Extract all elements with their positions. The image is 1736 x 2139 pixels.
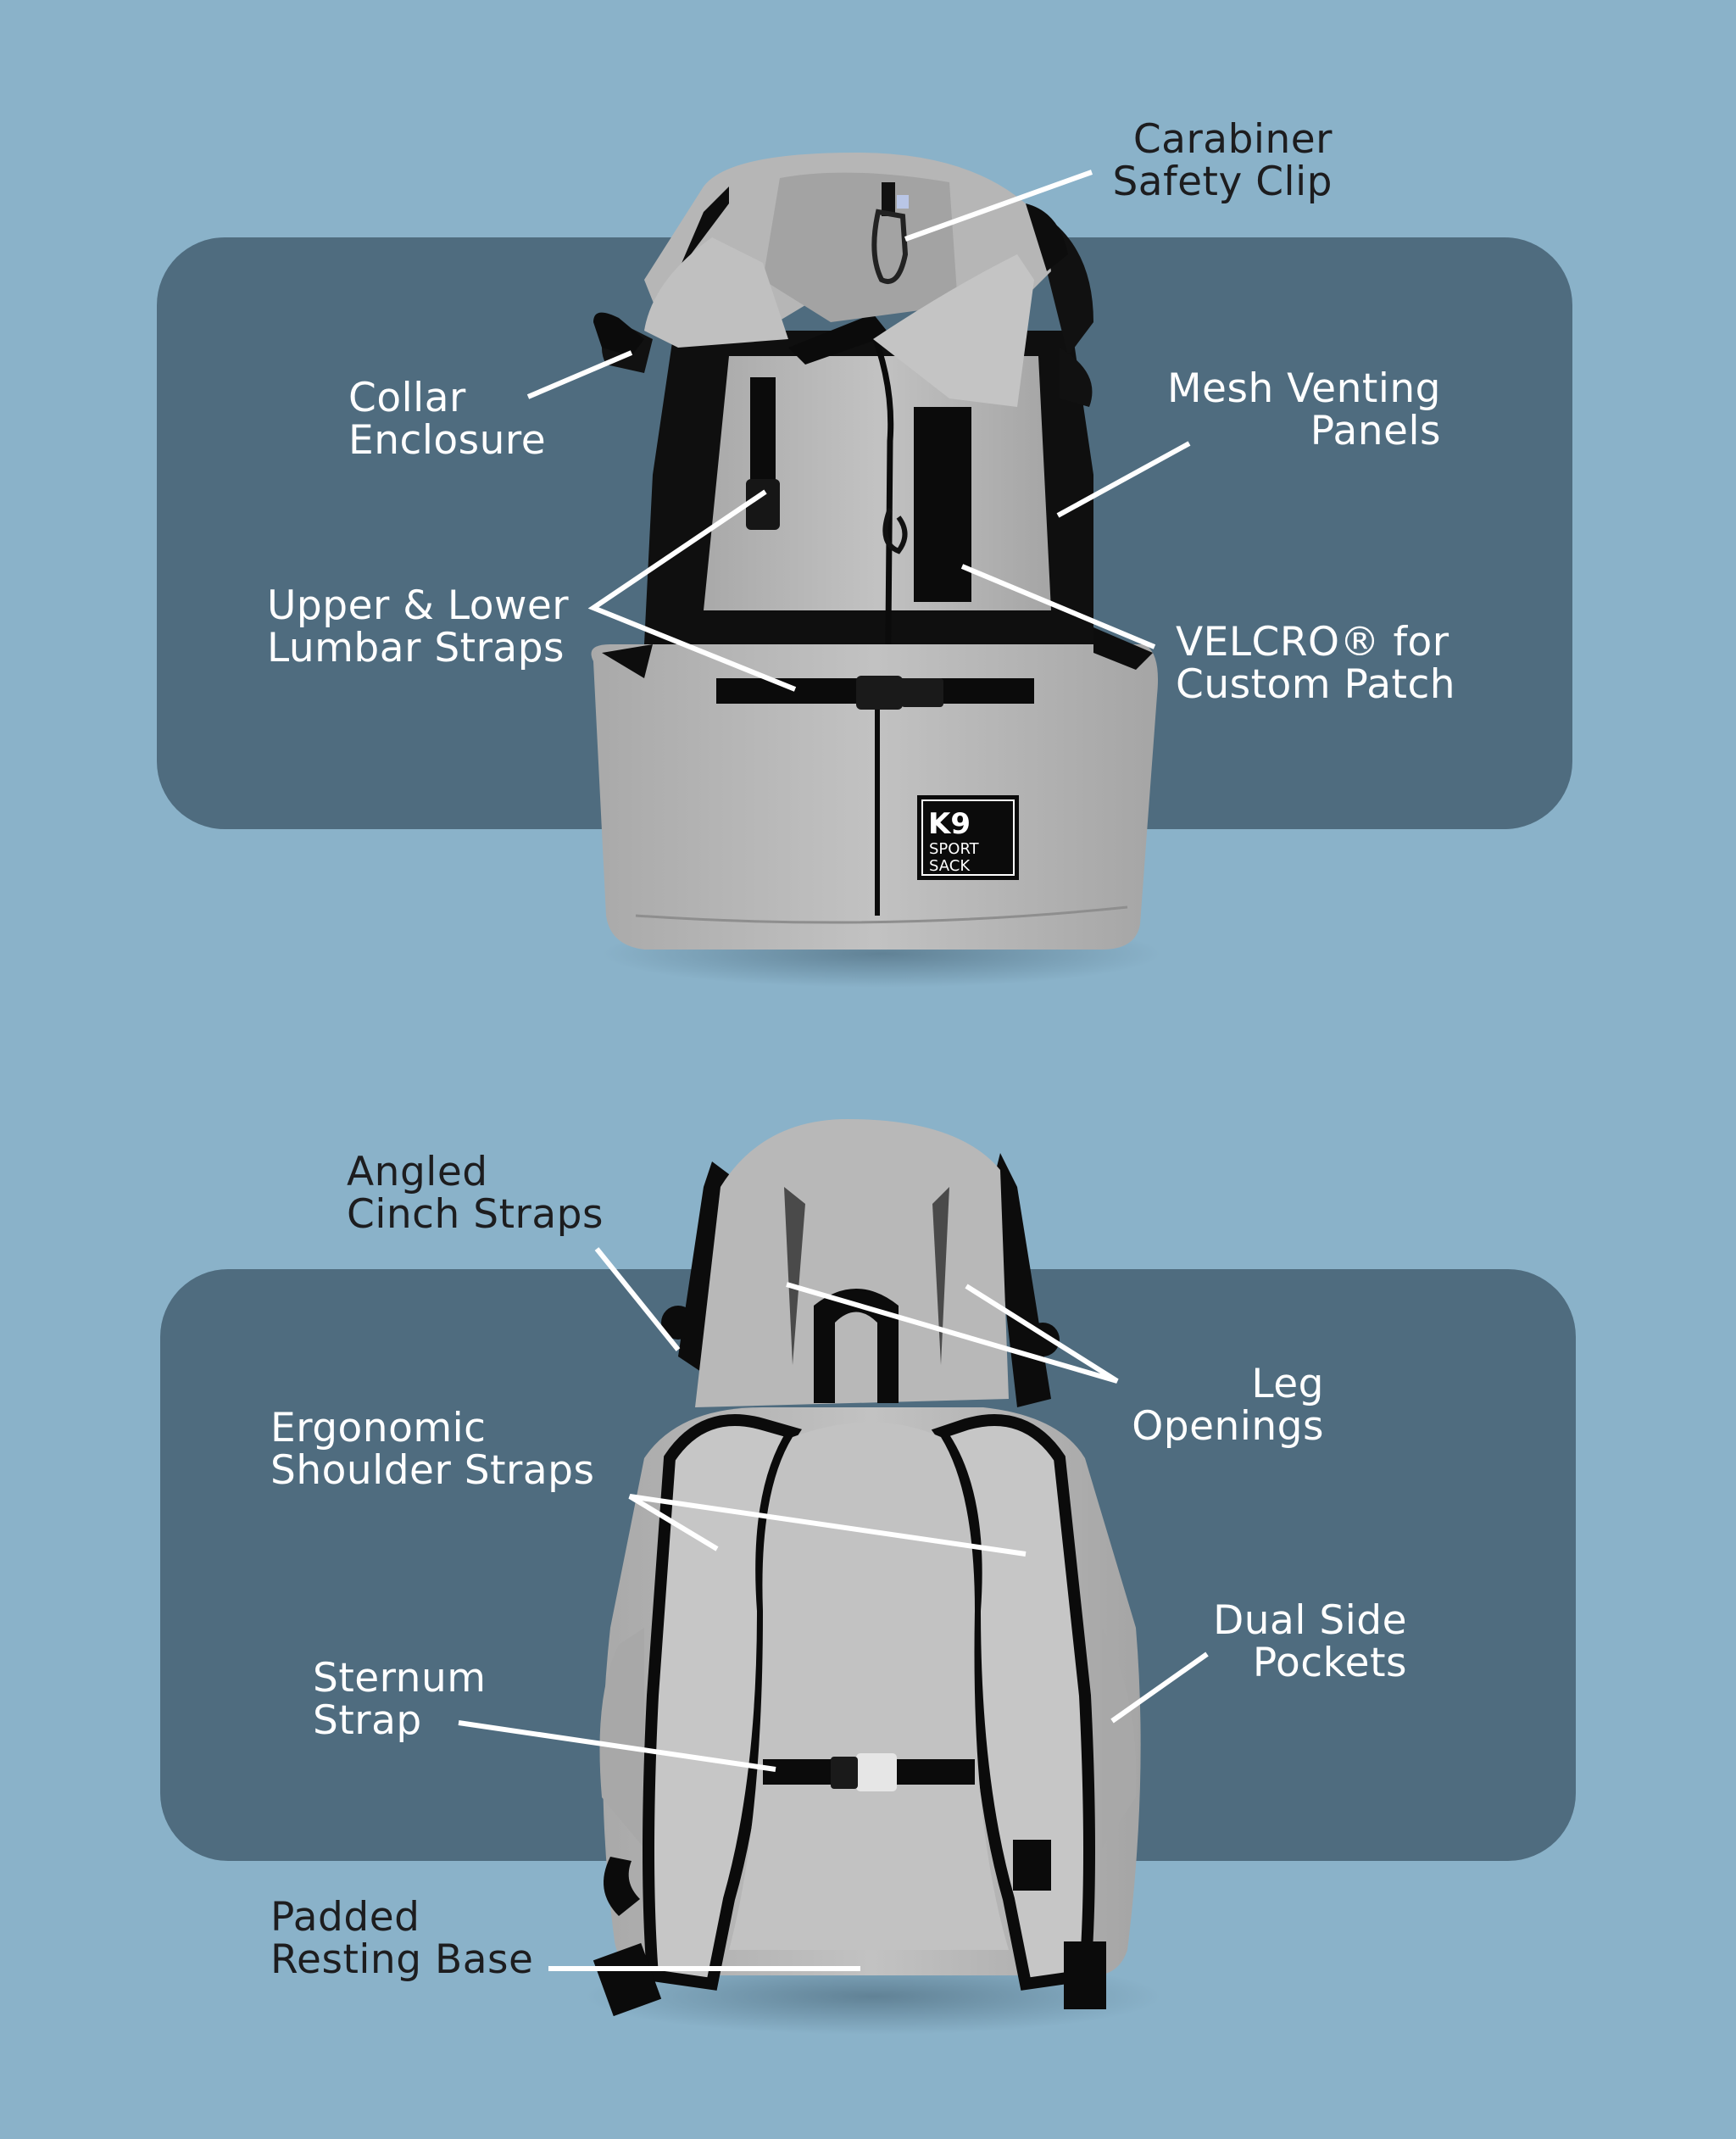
label-line: Shoulder Straps [270, 1447, 595, 1494]
label-line: Enclosure [348, 417, 547, 464]
label-line: Cinch Straps [347, 1191, 604, 1238]
label-upper-lower-lumbar-straps: Upper & Lower Lumbar Straps [267, 585, 569, 670]
label-line: Carabiner [1132, 116, 1333, 163]
label-line: Upper & Lower [267, 582, 570, 629]
label-line: Mesh Venting [1167, 365, 1441, 412]
label-leg-openings: Leg Openings [1102, 1363, 1324, 1448]
label-line: Openings [1132, 1403, 1324, 1450]
label-line: Pockets [1252, 1640, 1407, 1686]
label-dual-side-pockets: Dual Side Pockets [1187, 1600, 1407, 1685]
label-ergonomic-shoulder-straps: Ergonomic Shoulder Straps [270, 1407, 594, 1492]
back-backpack [585, 1119, 1161, 2035]
label-line: Leg [1251, 1361, 1324, 1407]
label-collar-enclosure: Collar Enclosure [348, 377, 546, 462]
label-line: Dual Side [1213, 1597, 1407, 1644]
label-mesh-venting-panels: Mesh Venting Panels [1136, 368, 1441, 453]
label-line: Ergonomic [270, 1405, 487, 1451]
label-line: Sternum [313, 1655, 487, 1702]
label-line: Panels [1310, 408, 1441, 454]
label-line: Collar [348, 375, 466, 421]
label-line: Resting Base [270, 1936, 534, 1983]
front-backpack [591, 153, 1161, 988]
label-line: Lumbar Straps [267, 625, 565, 671]
label-line: Angled [347, 1149, 488, 1195]
label-padded-resting-base: Padded Resting Base [270, 1897, 533, 1981]
label-angled-cinch-straps: Angled Cinch Straps [347, 1151, 604, 1236]
front-callout-lines [526, 170, 1191, 692]
label-line: VELCRO® for [1176, 619, 1449, 666]
label-velcro-custom-patch: VELCRO® for Custom Patch [1176, 621, 1455, 706]
label-line: Custom Patch [1176, 661, 1456, 708]
back-callout-lines [458, 1247, 1209, 1971]
svg-text:SACK: SACK [929, 857, 971, 875]
k9-sport-sack-logo: K9 SPORT SACK [917, 795, 1019, 880]
label-line: Padded [270, 1894, 420, 1941]
svg-text:SPORT: SPORT [929, 840, 980, 858]
svg-text:K9: K9 [928, 807, 971, 841]
label-carabiner-safety-clip: Carabiner Safety Clip [1102, 119, 1333, 203]
label-sternum-strap: Sternum Strap [313, 1657, 487, 1742]
label-line: Safety Clip [1112, 159, 1333, 205]
label-line: Strap [313, 1697, 422, 1744]
